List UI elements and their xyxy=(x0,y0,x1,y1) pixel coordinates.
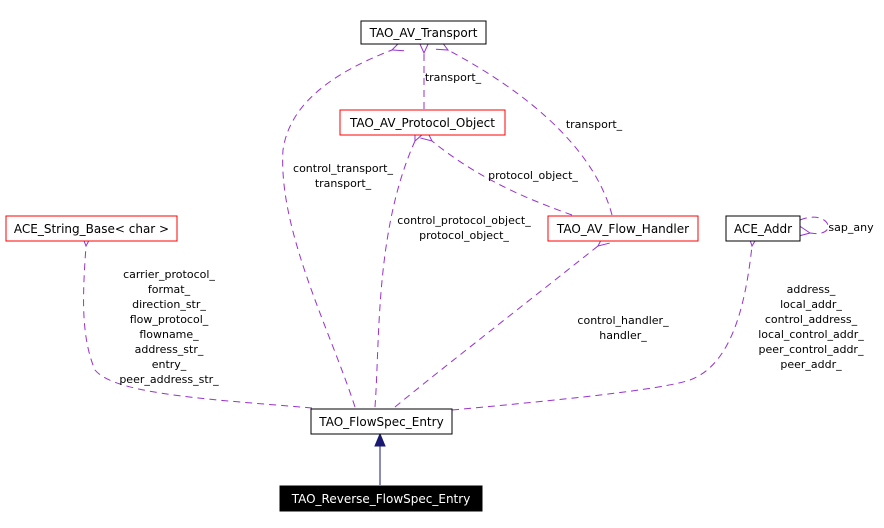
node-label: TAO_Reverse_FlowSpec_Entry xyxy=(291,492,471,506)
node-tao-flowspec-entry[interactable]: TAO_FlowSpec_Entry xyxy=(310,408,453,435)
label-fse-addr: address_ local_addr_ control_address_ lo… xyxy=(758,283,864,371)
edge-label: flow_protocol_ xyxy=(130,313,209,326)
node-tao-av-flow-handler[interactable]: TAO_AV_Flow_Handler xyxy=(547,215,699,242)
edge-label: local_control_addr_ xyxy=(758,328,864,341)
edge-label: protocol_object_ xyxy=(419,229,509,242)
label-addr-self: sap_any xyxy=(828,221,874,234)
node-label: ACE_Addr xyxy=(734,222,792,236)
node-ace-addr[interactable]: ACE_Addr xyxy=(725,215,801,242)
edge-fse-string xyxy=(81,234,313,409)
node-tao-reverse-flowspec-entry[interactable]: TAO_Reverse_FlowSpec_Entry xyxy=(279,485,483,512)
label-fh-po: protocol_object_ xyxy=(488,169,578,182)
edge-label: carrier_protocol_ xyxy=(123,268,215,281)
edge-label: control_transport_ xyxy=(293,162,393,175)
edge-fse-po xyxy=(374,128,425,408)
edge-fh-transport xyxy=(435,40,613,216)
edge-fh-po xyxy=(420,129,573,216)
edge-label: control_protocol_object_ xyxy=(397,214,531,227)
edge-label: peer_address_str_ xyxy=(119,373,219,386)
edge-fse-transport xyxy=(282,41,405,408)
edge-label: protocol_object_ xyxy=(488,169,578,182)
node-tao-av-protocol-object[interactable]: TAO_AV_Protocol_Object xyxy=(339,109,506,136)
node-label: TAO_AV_Flow_Handler xyxy=(556,222,689,236)
edge-label: direction_str_ xyxy=(132,298,206,311)
edge-label: local_addr_ xyxy=(780,298,842,311)
node-label: TAO_AV_Transport xyxy=(369,26,478,40)
edge-label: address_str_ xyxy=(135,343,204,356)
edge-label: control_address_ xyxy=(765,313,858,326)
edge-label: address_ xyxy=(787,283,836,296)
edge-fse-addr xyxy=(451,234,759,411)
edge-label: transport_ xyxy=(315,177,372,190)
label-fh-transport: transport_ xyxy=(566,118,623,131)
edge-addr-self xyxy=(798,216,829,237)
edge-label: transport_ xyxy=(566,118,623,131)
node-label: TAO_AV_Protocol_Object xyxy=(349,116,495,130)
label-fse-transport: control_transport_ transport_ xyxy=(293,162,393,190)
edge-label: peer_control_addr_ xyxy=(759,343,864,356)
edge-label: peer_addr_ xyxy=(780,358,842,371)
edge-label: format_ xyxy=(148,283,191,296)
edge-label: handler_ xyxy=(599,329,647,342)
label-fse-fh: control_handler_ handler_ xyxy=(577,314,669,342)
label-fse-string: carrier_protocol_ format_ direction_str_… xyxy=(119,268,219,386)
label-fse-po: control_protocol_object_ protocol_object… xyxy=(397,214,531,242)
node-tao-av-transport[interactable]: TAO_AV_Transport xyxy=(360,20,487,45)
edge-label: sap_any xyxy=(828,221,874,234)
edge-label: entry_ xyxy=(152,358,187,371)
edge-label: flowname_ xyxy=(139,328,199,341)
inheritance-arrowhead xyxy=(374,432,386,447)
edge-label: transport_ xyxy=(425,71,482,84)
edge-label: control_handler_ xyxy=(577,314,669,327)
edge-fse-fh xyxy=(394,235,610,408)
label-po-transport: transport_ xyxy=(425,71,482,84)
node-ace-string-base[interactable]: ACE_String_Base< char > xyxy=(5,215,178,242)
node-label: TAO_FlowSpec_Entry xyxy=(318,415,443,429)
node-label: ACE_String_Base< char > xyxy=(14,222,169,236)
